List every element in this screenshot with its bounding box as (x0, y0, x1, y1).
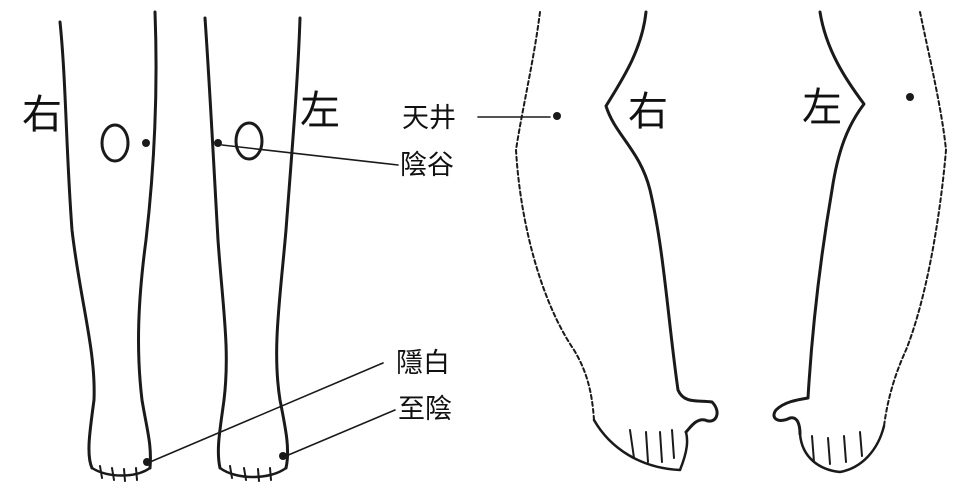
yinbai-label: 隱白 (396, 348, 450, 379)
left-kneecap (236, 123, 262, 159)
right-arm-label: 右 (628, 89, 668, 135)
left-arm-label: 左 (802, 85, 842, 131)
yinbai-leader-line (150, 363, 383, 462)
left-leg (205, 18, 300, 481)
right-leg (60, 12, 156, 481)
yingu-leader-line (222, 145, 398, 165)
zhiyin-label: 至陰 (398, 394, 452, 425)
zhiyin-leader-line (286, 410, 395, 456)
tianjing-label: 天井 (402, 103, 456, 134)
right-kneecap (102, 125, 128, 161)
right-yingu-point (142, 139, 150, 147)
yingu-label: 陰谷 (400, 150, 454, 181)
left-leg-label: 左 (300, 88, 340, 134)
right-arm (516, 12, 717, 470)
left-yingu-point (214, 139, 222, 147)
left-arm (774, 12, 946, 472)
right-leg-label: 右 (22, 92, 62, 138)
tianjing-point (553, 112, 561, 120)
left-arm-point (906, 93, 914, 101)
